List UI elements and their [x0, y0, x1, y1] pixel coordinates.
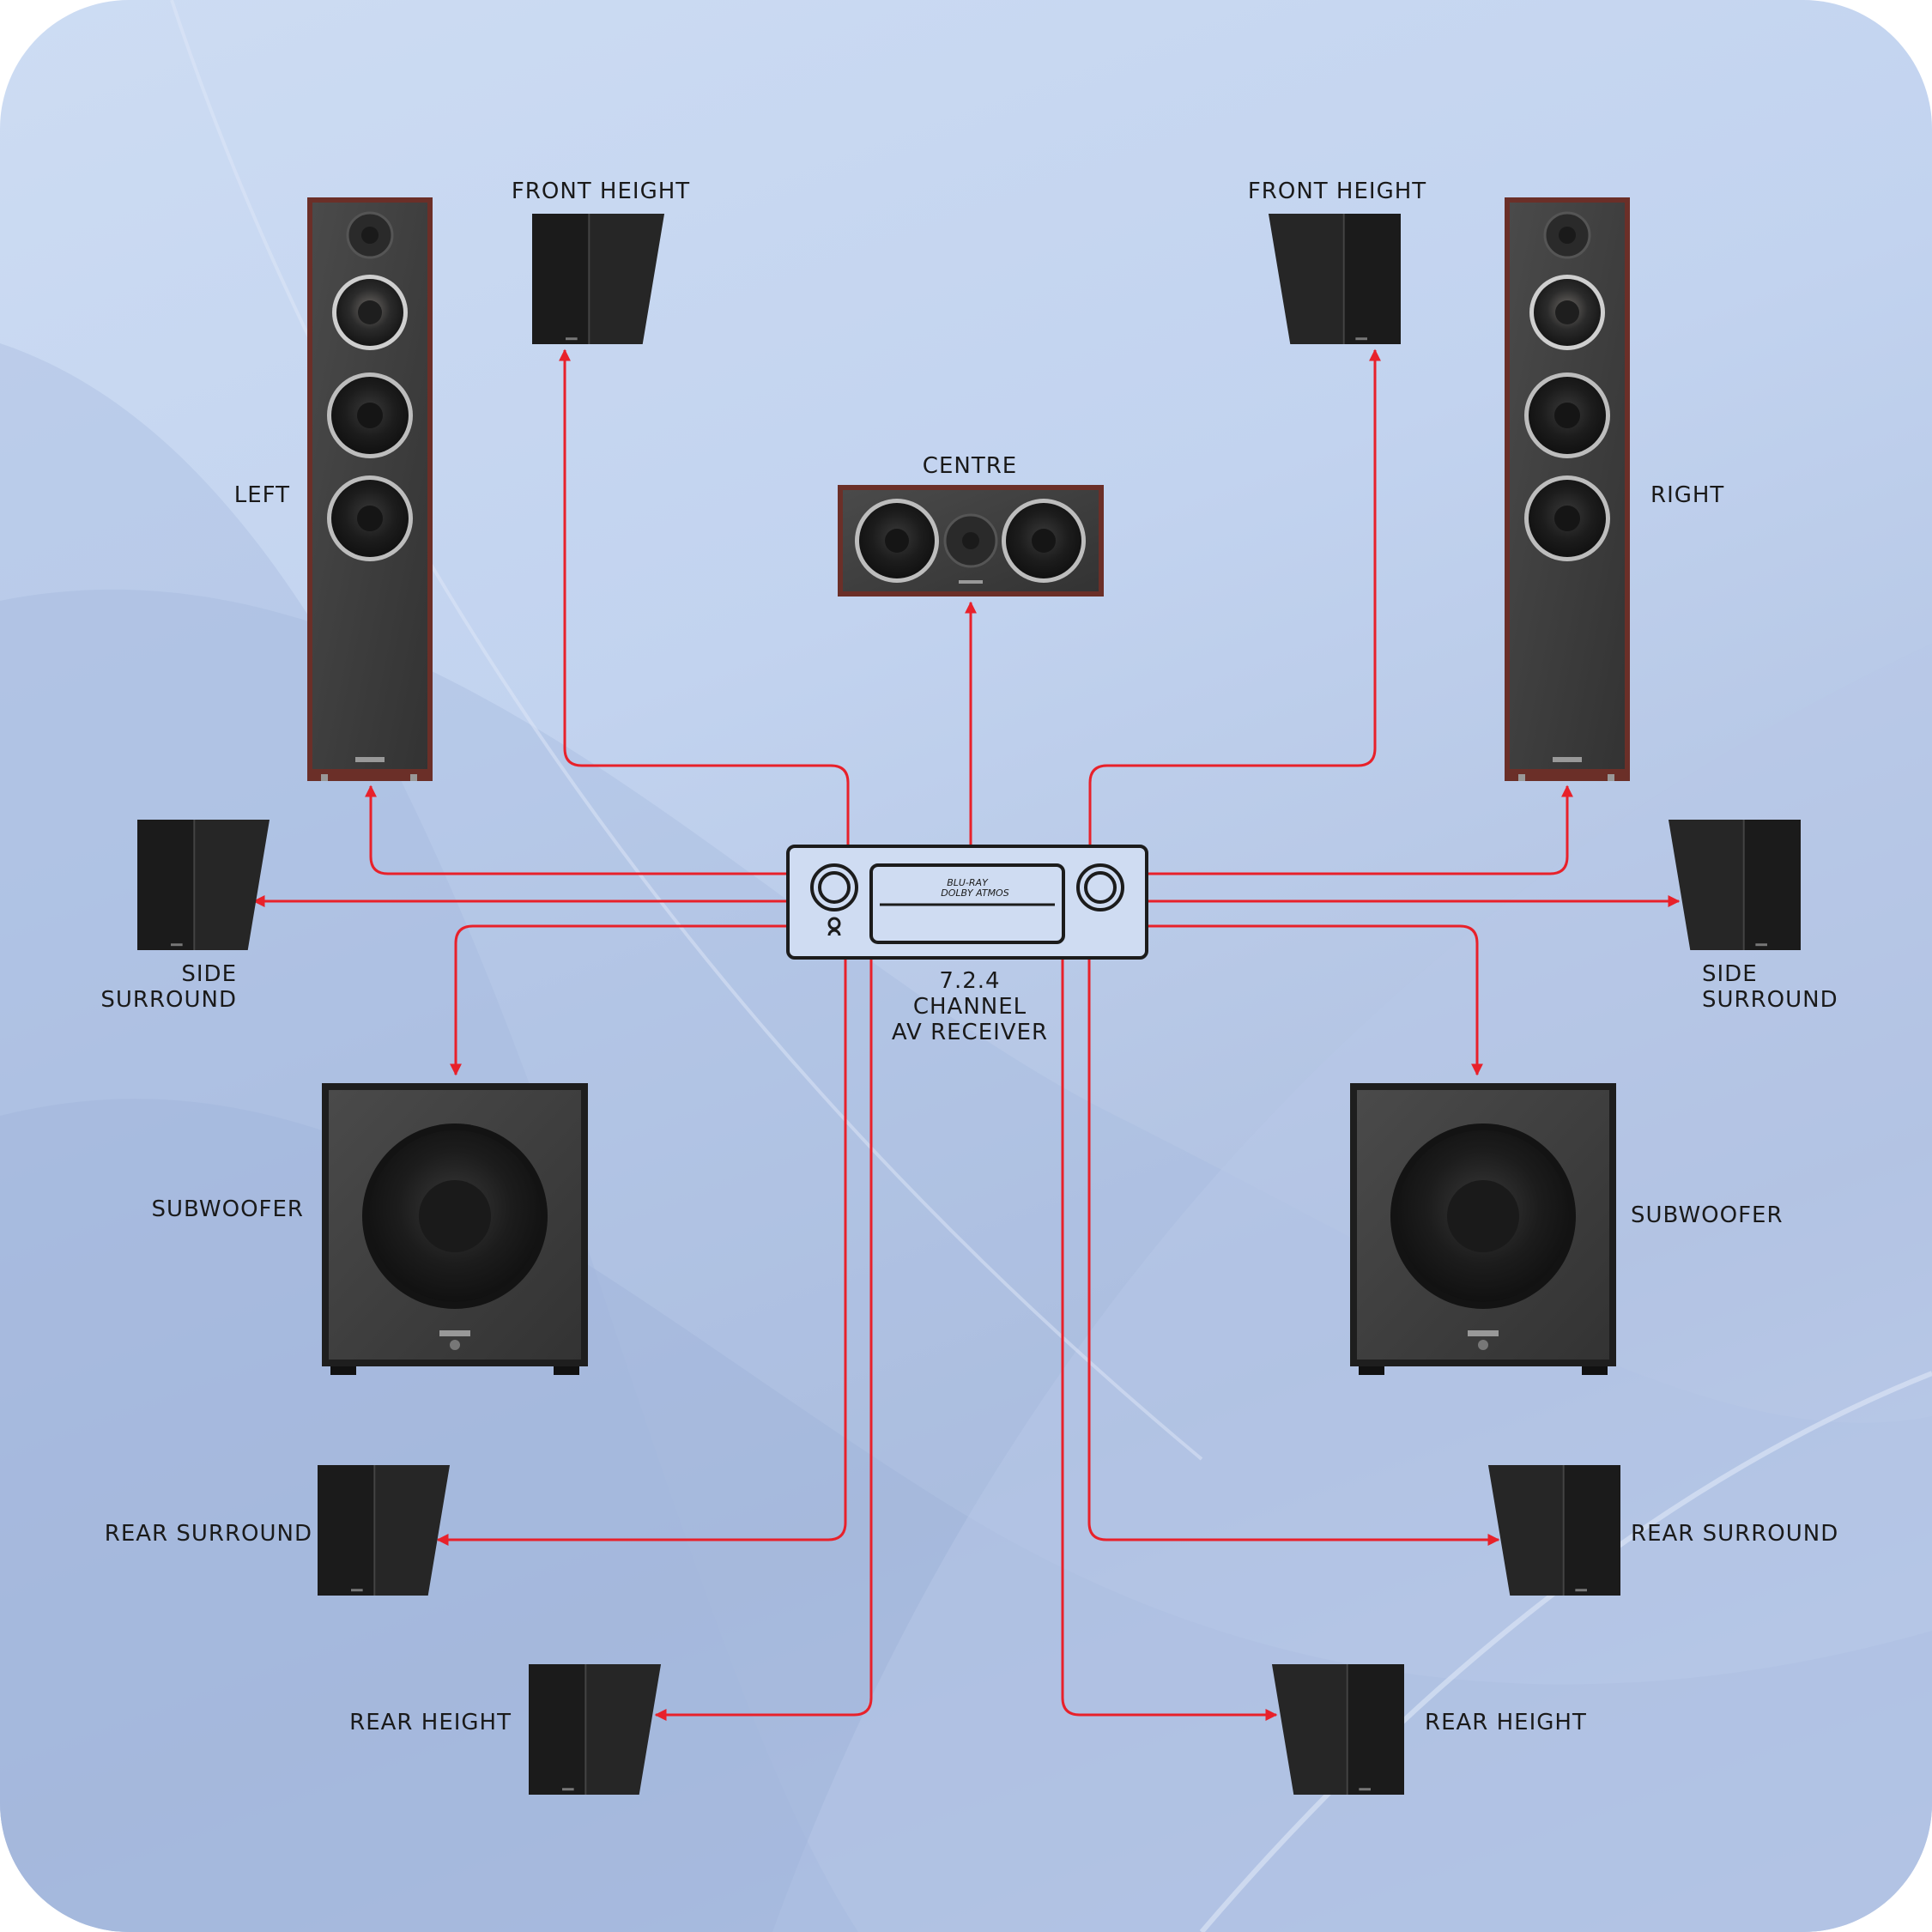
wire-subwoofer-right	[1147, 924, 1483, 1076]
front-height-right-speaker	[1267, 212, 1401, 346]
right-label: RIGHT	[1650, 482, 1725, 508]
side-surround-left-label-line1: SIDE	[181, 961, 237, 987]
rear-surround-right-label: REAR SURROUND	[1631, 1521, 1839, 1547]
receiver-display	[869, 863, 1065, 944]
subwoofer-right	[1350, 1083, 1616, 1375]
receiver-label-line2: CHANNEL	[912, 994, 1027, 1020]
centre-label: CENTRE	[922, 453, 1018, 479]
receiver-label: 7.2.4 CHANNEL AV RECEIVER	[867, 968, 1073, 1045]
wire-rear-height-left	[654, 960, 873, 1721]
side-surround-right-label-line1: SIDE	[1702, 961, 1758, 987]
rear-height-right-label: REAR HEIGHT	[1425, 1710, 1587, 1735]
front-height-left-speaker	[532, 212, 666, 346]
side-surround-right-speaker	[1667, 818, 1801, 952]
front-height-left-label: FRONT HEIGHT	[511, 179, 691, 204]
side-surround-left-label-line2: SURROUND	[100, 987, 237, 1013]
side-surround-left-label: SIDE SURROUND	[77, 961, 237, 1013]
left-tower-speaker	[307, 197, 433, 781]
headphone-jack-icon	[827, 917, 841, 930]
side-surround-right-label-line2: SURROUND	[1702, 987, 1838, 1013]
left-label: LEFT	[233, 482, 290, 508]
av-receiver: BLU-RAY DOLBY ATMOS	[786, 845, 1148, 960]
side-surround-left-speaker	[137, 818, 271, 952]
rear-surround-left-speaker	[318, 1463, 451, 1597]
receiver-label-line1: 7.2.4	[939, 968, 1001, 994]
wire-left	[365, 784, 788, 875]
wire-subwoofer-left	[450, 924, 788, 1076]
side-surround-right-label: SIDE SURROUND	[1702, 961, 1838, 1013]
wire-rear-surround-right	[1087, 960, 1500, 1546]
wire-front-height-right	[1088, 348, 1381, 845]
wire-rear-height-right	[1061, 960, 1278, 1721]
receiver-knob-left	[810, 863, 858, 911]
receiver-display-line2: DOLBY ATMOS	[941, 887, 1008, 899]
rear-surround-left-label: REAR SURROUND	[104, 1521, 312, 1547]
receiver-knob-right	[1076, 863, 1124, 911]
receiver-label-line3: AV RECEIVER	[891, 1020, 1049, 1045]
receiver-display-line1: BLU-RAY	[947, 877, 989, 888]
rear-height-left-label: REAR HEIGHT	[349, 1710, 512, 1735]
wire-right	[1147, 784, 1573, 875]
wire-front-height-left	[559, 348, 850, 845]
centre-speaker	[838, 485, 1104, 597]
rear-surround-right-speaker	[1487, 1463, 1620, 1597]
subwoofer-left	[322, 1083, 588, 1375]
rear-height-left-speaker	[529, 1662, 663, 1796]
rear-height-right-speaker	[1270, 1662, 1404, 1796]
front-height-right-label: FRONT HEIGHT	[1247, 179, 1427, 204]
right-tower-speaker	[1505, 197, 1630, 781]
wire-rear-surround-left	[436, 960, 847, 1546]
subwoofer-left-label: SUBWOOFER	[151, 1196, 304, 1222]
subwoofer-right-label: SUBWOOFER	[1631, 1202, 1784, 1228]
